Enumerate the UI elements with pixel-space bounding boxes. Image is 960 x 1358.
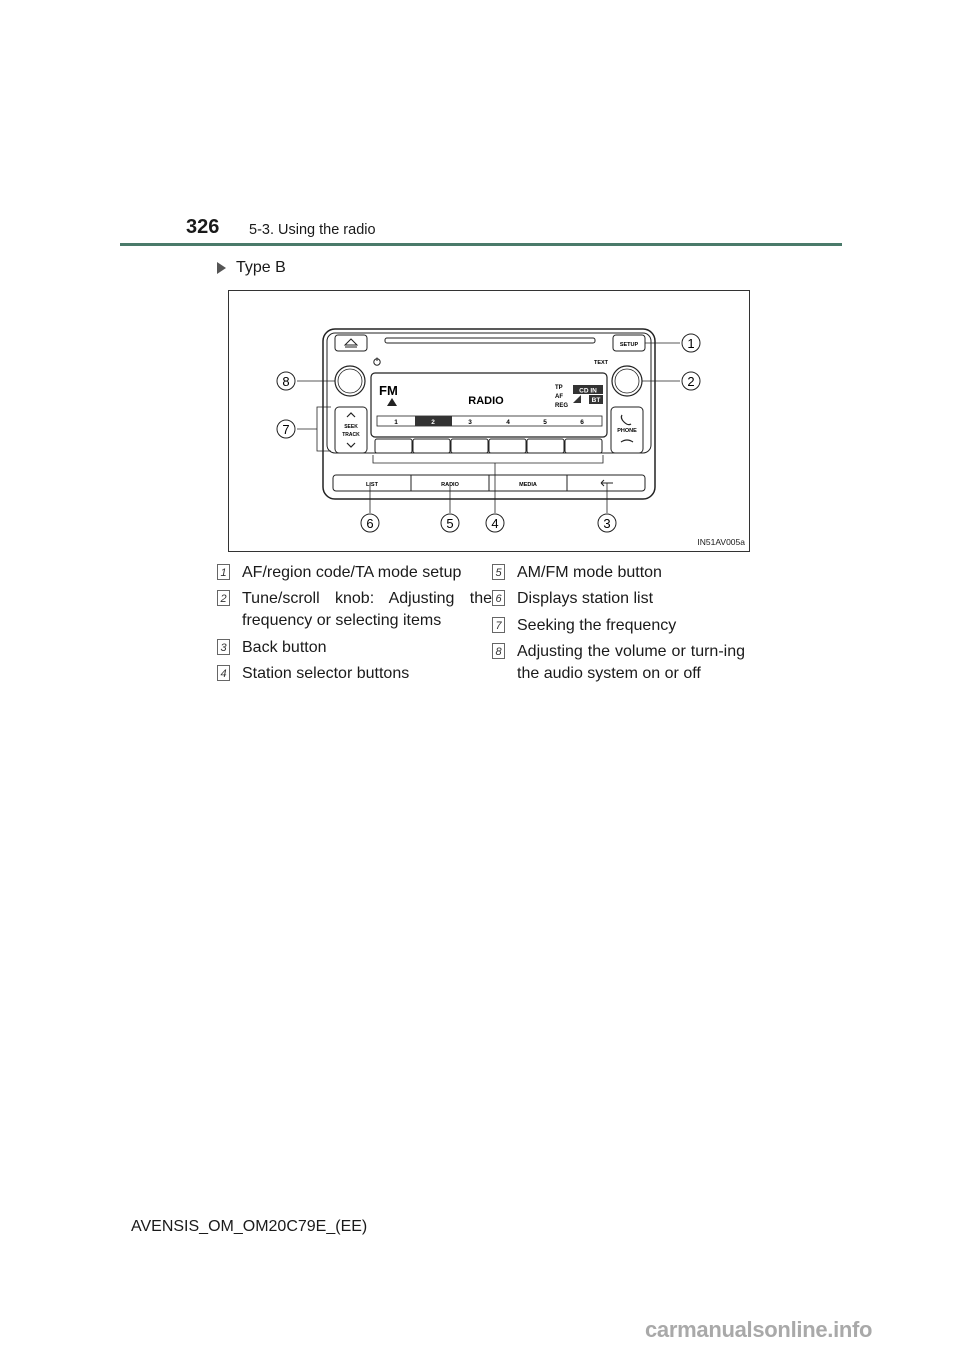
legend-number: 1: [217, 564, 230, 580]
eject-icon: [343, 338, 359, 348]
leader-lines: [297, 342, 680, 513]
phone-icon: [620, 414, 632, 426]
display: [370, 372, 608, 438]
preset-number: 5: [543, 419, 547, 426]
figure-code: IN51AV005a: [697, 537, 745, 547]
tune-knob: [611, 365, 643, 397]
tp-label: TP: [555, 385, 563, 391]
phone-label: PHONE: [617, 428, 637, 434]
track-label: TRACK: [342, 432, 360, 438]
callout-8: 8: [282, 374, 289, 389]
callout-5: 5: [446, 516, 453, 531]
antenna-icon: [387, 398, 397, 406]
cd-in-badge: [573, 385, 603, 394]
seek-label: SEEK: [344, 424, 358, 430]
legend-number: 5: [492, 564, 505, 580]
preset-number: 6: [580, 419, 584, 426]
phone-button: [610, 406, 644, 454]
legend-number: 6: [492, 590, 505, 606]
legend-number: 7: [492, 617, 505, 633]
legend-text: Adjusting the volume or turn-ing the aud…: [517, 643, 745, 682]
preset-number: 1: [394, 419, 398, 426]
band-label: FM: [379, 383, 398, 398]
media-label: MEDIA: [519, 482, 537, 488]
preset-number: 3: [468, 419, 472, 426]
radio-figure: SETUP TEXT FM RADIO TP AF REG CD IN BT 1…: [228, 290, 750, 552]
panel-outline: [322, 328, 656, 500]
legend-text: Back button: [242, 639, 327, 656]
preset-number: 2: [431, 419, 435, 426]
watermark: carmanualsonline.info: [645, 1317, 873, 1342]
legend-number: 2: [217, 590, 230, 606]
callouts: 1 2 3 4 5 6 7 8: [276, 333, 701, 533]
chevron-down-icon: [346, 442, 356, 448]
station-buttons: [374, 438, 603, 454]
section-title: 5-3. Using the radio: [249, 222, 376, 238]
preset-numbers: 1 2 3 4 5 6: [394, 419, 584, 426]
cd-slot: [384, 337, 596, 344]
legend-number: 4: [217, 665, 230, 681]
reg-label: REG: [555, 403, 568, 409]
eject-button: [334, 334, 368, 352]
subheading: Type B: [217, 259, 286, 277]
callout-1: 1: [687, 336, 694, 351]
setup-label: SETUP: [620, 342, 639, 348]
page-number: 326: [186, 216, 220, 238]
legend-number: 3: [217, 639, 230, 655]
legend-text: AM/FM mode button: [517, 564, 662, 581]
legend-text: Station selector buttons: [242, 665, 410, 682]
chevron-up-icon: [346, 412, 356, 418]
callout-4: 4: [491, 516, 498, 531]
radio-panel-drawing: SETUP TEXT FM RADIO TP AF REG CD IN BT 1…: [276, 328, 701, 533]
legend: 1 AF/region code/TA mode setup 2 Tune/sc…: [217, 562, 757, 692]
legend-text: Tune/scroll knob: Adjusting the frequenc…: [242, 590, 492, 629]
triangle-bullet-icon: [217, 262, 226, 274]
legend-number: 8: [492, 643, 505, 659]
subheading-text: Type B: [236, 259, 286, 276]
af-label: AF: [555, 394, 563, 400]
legend-text: AF/region code/TA mode setup: [242, 564, 462, 581]
signal-icon: [573, 395, 581, 403]
legend-text: Displays station list: [517, 590, 654, 607]
callout-6: 6: [366, 516, 373, 531]
callout-3: 3: [603, 516, 610, 531]
seek-track-button: [334, 406, 368, 454]
panel-inner: [326, 332, 652, 454]
bt-label: BT: [592, 397, 601, 404]
volume-knob: [334, 365, 366, 397]
footer-document-code: AVENSIS_OM_OM20C79E_(EE): [131, 1218, 368, 1235]
preset-number: 4: [506, 419, 510, 426]
bt-badge: [589, 395, 603, 404]
hang-up-icon: [620, 439, 634, 443]
callout-2: 2: [687, 374, 694, 389]
cd-in-label: CD IN: [579, 388, 597, 395]
header-rule: [120, 243, 842, 246]
text-label: TEXT: [594, 360, 609, 366]
legend-text: Seeking the frequency: [517, 617, 677, 634]
preset-2-highlight: [415, 416, 452, 426]
callout-7: 7: [282, 422, 289, 437]
mode-label: RADIO: [468, 395, 504, 407]
preset-bar: [376, 415, 603, 427]
list-label: LIST: [366, 482, 379, 488]
